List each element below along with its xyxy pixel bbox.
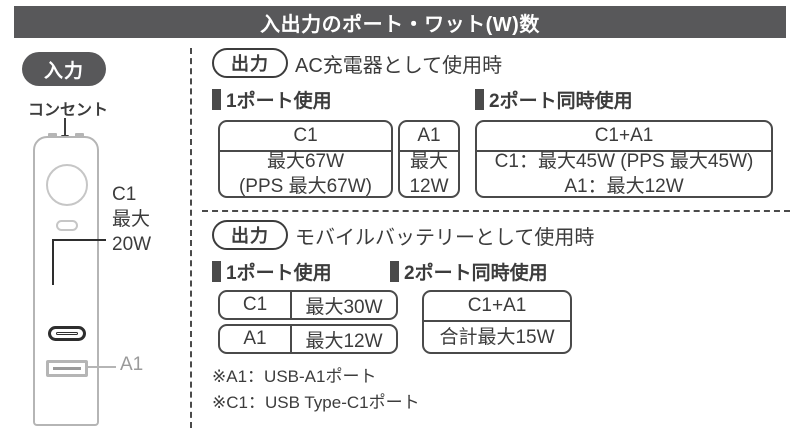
usb-a-port-icon	[46, 360, 88, 377]
battery-subhead-two-port: 2ポート同時使用	[390, 258, 548, 285]
battery-subhead-one-port: 1ポート使用	[212, 258, 332, 285]
battery-two-port-body: 合計最大15W	[424, 322, 570, 352]
ac-subhead-two-port: 2ポート同時使用	[475, 86, 633, 113]
battery-subhead-one-port-label: 1ポート使用	[226, 263, 332, 284]
input-badge-label: 入力	[43, 60, 84, 82]
c1-leader-line-horizontal	[52, 239, 106, 241]
footnote-a1: ※A1：USB-A1ポート	[212, 367, 377, 386]
c1-leader-line-vertical	[52, 241, 54, 285]
battery-one-port-row-a1: A1 最大12W	[218, 324, 398, 354]
battery-output-badge: 出力	[212, 220, 288, 250]
battery-two-port-value: 合計最大15W	[439, 326, 555, 348]
ac-one-port-a1-header: A1	[400, 122, 458, 152]
ac-two-port-card: C1+A1 C1：最大45W (PPS 最大45W) A1：最大12W	[475, 120, 773, 198]
battery-section-title: モバイルバッテリーとして使用時	[295, 226, 595, 249]
battery-one-port-row-a1-port: A1	[220, 326, 292, 352]
battery-one-port-row-c1-port: C1	[220, 292, 292, 318]
battery-one-port-row-c1: C1 最大30W	[218, 290, 398, 320]
horizontal-dashed-divider	[202, 210, 790, 212]
c1-input-label-line2: 最大	[112, 209, 151, 230]
ac-one-port-a1-line2: 12W	[409, 176, 449, 197]
vertical-dashed-divider	[190, 48, 192, 428]
ac-one-port-c1-card: C1 最大67W (PPS 最大67W)	[218, 120, 393, 198]
page-title: 入出力のポート・ワット(W)数	[260, 13, 540, 36]
battery-one-port-row-c1-value: 最大30W	[305, 296, 383, 318]
footnotes: ※A1：USB-A1ポート ※C1：USB Type-C1ポート	[212, 364, 420, 416]
ac-two-port-body: C1：最大45W (PPS 最大45W) A1：最大12W	[477, 151, 771, 197]
ac-two-port-line2: A1：最大12W	[564, 176, 684, 197]
ac-two-port-header: C1+A1	[477, 122, 771, 152]
battery-section-header: 出力 モバイルバッテリーとして使用時	[212, 220, 594, 250]
ac-section-header: 出力 AC充電器として使用時	[212, 48, 502, 78]
ac-one-port-c1-line1: 最大67W	[266, 151, 345, 172]
input-badge: 入力	[22, 52, 106, 86]
ac-output-badge-label: 出力	[231, 54, 269, 74]
c1-input-label: C1 最大 20W	[112, 182, 151, 257]
ac-one-port-a1-body: 最大 12W	[400, 151, 458, 197]
usb-c-port-icon	[48, 326, 86, 341]
ac-one-port-c1-header: C1	[220, 122, 391, 152]
bar-marker-icon	[390, 261, 399, 282]
bar-marker-icon	[475, 89, 484, 110]
ac-section-title: AC充電器として使用時	[295, 54, 503, 77]
ac-subhead-one-port-label: 1ポート使用	[226, 91, 332, 112]
ac-two-port-line1: C1：最大45W (PPS 最大45W)	[494, 151, 754, 172]
ac-one-port-c1-body: 最大67W (PPS 最大67W)	[220, 151, 391, 197]
ac-subhead-two-port-label: 2ポート同時使用	[489, 91, 633, 112]
ac-one-port-a1-line1: 最大	[409, 151, 448, 172]
header-bar: 入出力のポート・ワット(W)数	[14, 6, 786, 38]
a1-input-label: A1	[120, 354, 144, 375]
ac-output-badge: 出力	[212, 48, 288, 78]
arrow-down-icon	[61, 118, 69, 141]
outlet-label: コンセント	[28, 102, 109, 119]
c1-input-label-line3: 20W	[112, 234, 152, 255]
a1-leader-line	[86, 366, 116, 368]
ac-one-port-c1-line2: (PPS 最大67W)	[238, 176, 373, 197]
battery-two-port-card: C1+A1 合計最大15W	[422, 290, 572, 354]
bar-marker-icon	[212, 89, 221, 110]
ac-plug-prong-left-icon	[48, 133, 57, 138]
ac-subhead-one-port: 1ポート使用	[212, 86, 332, 113]
usb-a-port-inner-icon	[53, 367, 81, 370]
device-led-icon	[56, 220, 78, 231]
battery-one-port-row-a1-value: 最大12W	[305, 330, 383, 352]
ac-one-port-a1-card: A1 最大 12W	[398, 120, 460, 198]
battery-two-port-header: C1+A1	[424, 292, 570, 322]
battery-subhead-two-port-label: 2ポート同時使用	[404, 263, 548, 284]
footnote-c1: ※C1：USB Type-C1ポート	[212, 393, 420, 412]
battery-output-badge-label: 出力	[231, 226, 269, 246]
device-button-icon	[46, 164, 88, 206]
input-panel: 入力 コンセント C1 最大 20W A1	[0, 44, 190, 430]
usb-c-port-inner-icon	[56, 332, 78, 335]
c1-input-label-name: C1	[112, 184, 137, 205]
bar-marker-icon	[212, 261, 221, 282]
device-illustration	[33, 133, 99, 426]
ac-plug-prong-right-icon	[75, 133, 84, 138]
output-panel: 出力 AC充電器として使用時 1ポート使用 2ポート同時使用 C1 最大67W …	[190, 44, 800, 430]
